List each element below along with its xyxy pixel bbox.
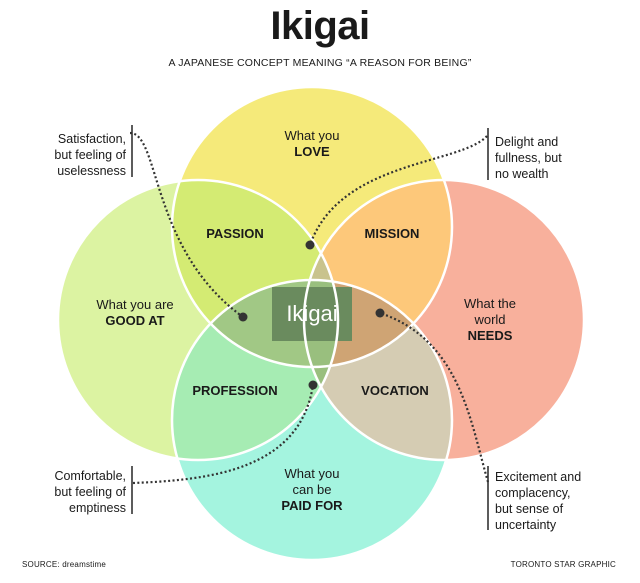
love-label: What you LOVE bbox=[262, 128, 362, 160]
note-top-right: Delight and fullness, but no wealth bbox=[495, 134, 615, 182]
leader-dot-bottom-right bbox=[375, 308, 385, 318]
note-bottom-right-line: complacency, bbox=[495, 486, 571, 500]
page-title: Ikigai bbox=[270, 4, 370, 48]
leader-top-right bbox=[308, 135, 488, 246]
note-bottom-left-line: emptiness bbox=[69, 501, 126, 515]
paid-for-label: What you can be PAID FOR bbox=[262, 466, 362, 514]
note-top-right-line: Delight and bbox=[495, 135, 559, 149]
ikigai-center-label: Ikigai bbox=[286, 301, 338, 326]
note-top-left: Satisfaction, but feeling of uselessness bbox=[20, 131, 126, 179]
note-top-left-line: uselessness bbox=[57, 164, 126, 178]
note-bottom-left: Comfortable, but feeling of emptiness bbox=[20, 468, 126, 516]
good-at-label-line1: What you are bbox=[96, 297, 174, 312]
love-label-line2: LOVE bbox=[294, 144, 330, 159]
leader-bottom-right bbox=[379, 311, 490, 483]
note-bottom-right: Excitement and complacency, but sense of… bbox=[495, 469, 620, 533]
passion-label: PASSION bbox=[206, 226, 264, 241]
note-bottom-left-line: but feeling of bbox=[54, 485, 126, 499]
note-top-left-line: but feeling of bbox=[54, 148, 126, 162]
leader-dot-top-left bbox=[238, 312, 248, 322]
source-credit: SOURCE: dreamstime bbox=[22, 560, 107, 569]
love-label-line1: What you bbox=[284, 128, 340, 143]
vocation-label: VOCATION bbox=[361, 383, 429, 398]
leader-dot-bottom-left bbox=[308, 380, 318, 390]
page-subtitle: A JAPANESE CONCEPT MEANING “A REASON FOR… bbox=[168, 57, 472, 69]
mission-label: MISSION bbox=[364, 226, 420, 241]
note-bottom-left-line: Comfortable, bbox=[54, 469, 126, 483]
leader-bottom-left bbox=[132, 384, 315, 485]
note-bottom-right-line: uncertainty bbox=[495, 518, 557, 532]
leader-dot-top-right bbox=[305, 240, 315, 250]
needs-label-line2: NEEDS bbox=[467, 328, 513, 343]
needs-label-line1: What the bbox=[463, 296, 517, 311]
note-top-right-line: fullness, but bbox=[495, 151, 562, 165]
note-top-left-line: Satisfaction, bbox=[57, 132, 126, 146]
good-at-label: What you are GOOD AT bbox=[80, 297, 190, 329]
paid-for-label-line2: PAID FOR bbox=[281, 498, 343, 513]
graphic-credit: TORONTO STAR GRAPHIC bbox=[510, 560, 616, 569]
paid-for-label-line1: What you bbox=[284, 466, 340, 481]
note-top-right-line: no wealth bbox=[495, 167, 549, 181]
good-at-label-line2: GOOD AT bbox=[105, 313, 165, 328]
needs-label-line1b: world bbox=[474, 312, 506, 327]
needs-label: What the world NEEDS bbox=[445, 296, 535, 344]
note-bottom-right-line: Excitement and bbox=[495, 470, 582, 484]
profession-label: PROFESSION bbox=[192, 383, 278, 398]
note-bottom-right-line: but sense of bbox=[495, 502, 564, 516]
paid-for-label-line1b: can be bbox=[292, 482, 332, 497]
